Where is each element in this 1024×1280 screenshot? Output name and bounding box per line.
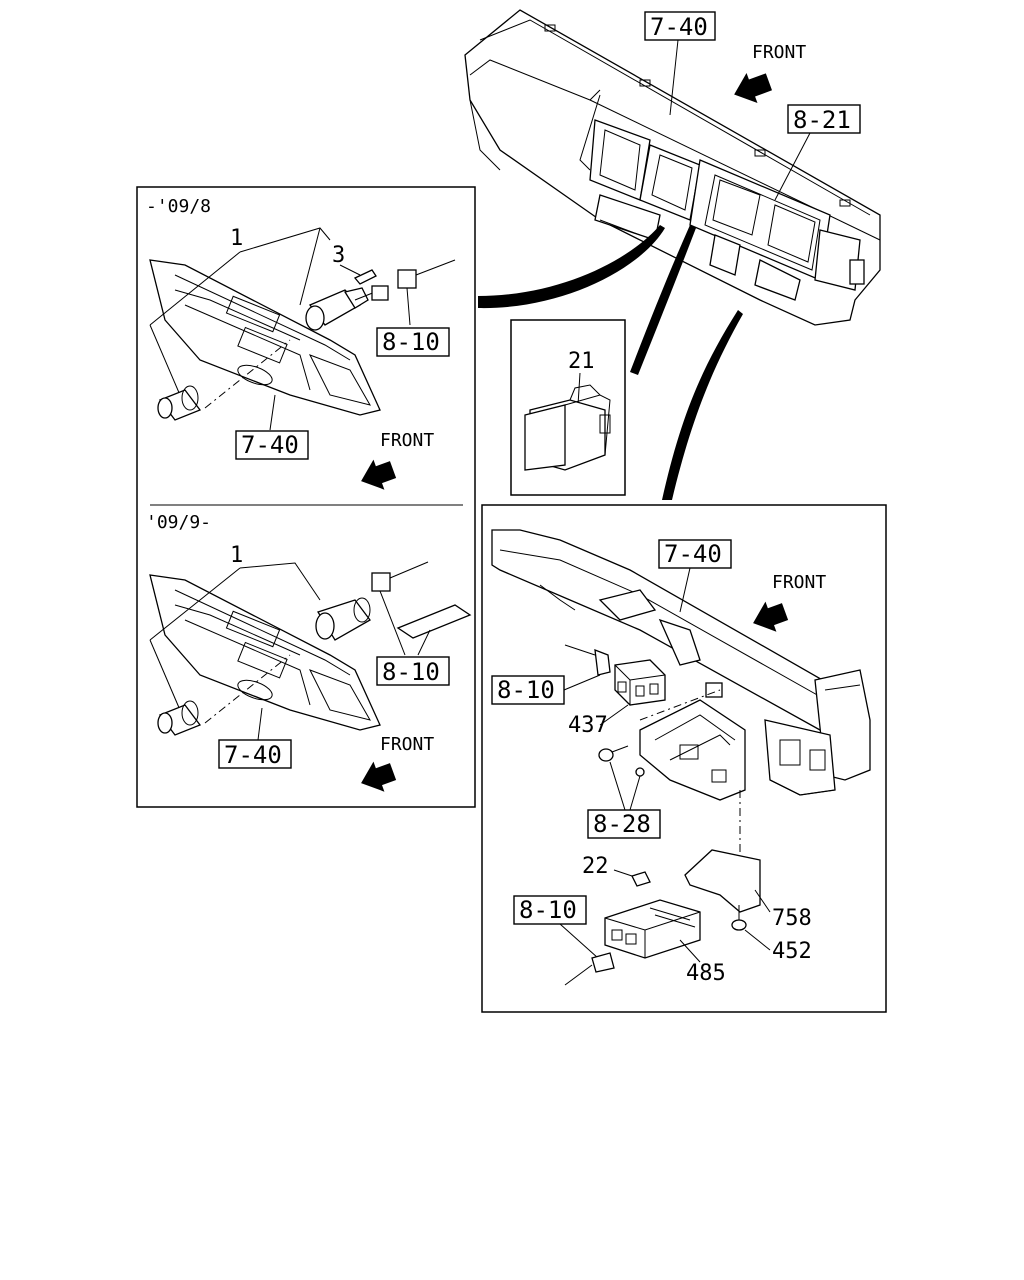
callout-7-40-top: 7-40	[650, 13, 708, 41]
callout-box-8-21	[787, 104, 861, 134]
connector-lower	[371, 572, 391, 592]
left-lower-section: '09/9- 1 8-10 7-40	[146, 512, 472, 792]
front-label-upper: FRONT	[380, 430, 434, 451]
callout-7-40-upper: 7-40	[241, 431, 299, 459]
switch-knob-upper	[157, 385, 202, 421]
switch-knob-lower	[157, 700, 202, 736]
main-switch-lower	[315, 597, 371, 641]
left-upper-section: -'09/8 1 3	[146, 196, 456, 490]
front-label-top: FRONT	[752, 42, 806, 63]
front-arrow-icon	[734, 72, 772, 104]
bulb-3-part	[353, 269, 377, 285]
right-panel-section: 7-40 FRONT 8-10 437	[491, 529, 871, 986]
callout-8-21: 8-21	[793, 106, 851, 134]
bracket-part	[639, 699, 746, 801]
right-panel-frame	[481, 504, 887, 1013]
callout-box-7-40	[644, 11, 716, 41]
callout-8-10-lower: 8-10	[382, 658, 440, 686]
sweep-pointer-inset	[630, 225, 696, 375]
sweep-pointer-right	[662, 310, 743, 500]
relay-437-part	[614, 659, 666, 706]
part-1-label-upper: 1	[230, 226, 243, 251]
part-1-label-lower: 1	[230, 543, 243, 568]
bolt-8-28	[598, 745, 645, 777]
main-switch-upper	[305, 285, 389, 331]
callout-7-40-right: 7-40	[664, 540, 722, 568]
label-sheet-part	[396, 604, 472, 639]
front-label-right: FRONT	[772, 572, 826, 593]
callout-8-10-right-a: 8-10	[497, 676, 555, 704]
instrument-panel-assembly	[464, 9, 881, 326]
module-485-part	[604, 899, 701, 959]
sweep-pointer-left	[478, 225, 665, 309]
period-lower: '09/9-	[146, 512, 211, 533]
left-panel-frame	[136, 186, 476, 808]
part-485-label: 485	[686, 961, 726, 986]
callout-8-10-right-b: 8-10	[519, 896, 577, 924]
period-upper: -'09/8	[146, 196, 211, 217]
part-437-label: 437	[568, 713, 608, 738]
part-21-label: 21	[568, 349, 595, 374]
part-758-label: 758	[772, 906, 812, 931]
bolt-452-part	[731, 905, 747, 931]
callout-8-10-upper: 8-10	[382, 328, 440, 356]
front-arrow-icon	[361, 459, 397, 490]
bracket-758-part	[684, 849, 761, 913]
part-452-label: 452	[772, 939, 812, 964]
front-arrow-icon	[753, 601, 789, 632]
part-22	[631, 871, 651, 887]
front-arrow-icon	[361, 761, 397, 792]
switch-21-part	[524, 384, 611, 471]
callout-8-28: 8-28	[593, 810, 651, 838]
part-22-label: 22	[582, 854, 609, 879]
callout-7-40-lower: 7-40	[224, 741, 282, 769]
connector-right-b	[591, 952, 615, 973]
part-3-label: 3	[332, 243, 345, 268]
inset-switch-frame	[510, 319, 626, 496]
connector-right-a	[594, 649, 611, 676]
front-label-lower: FRONT	[380, 734, 434, 755]
connector-upper	[397, 269, 417, 289]
